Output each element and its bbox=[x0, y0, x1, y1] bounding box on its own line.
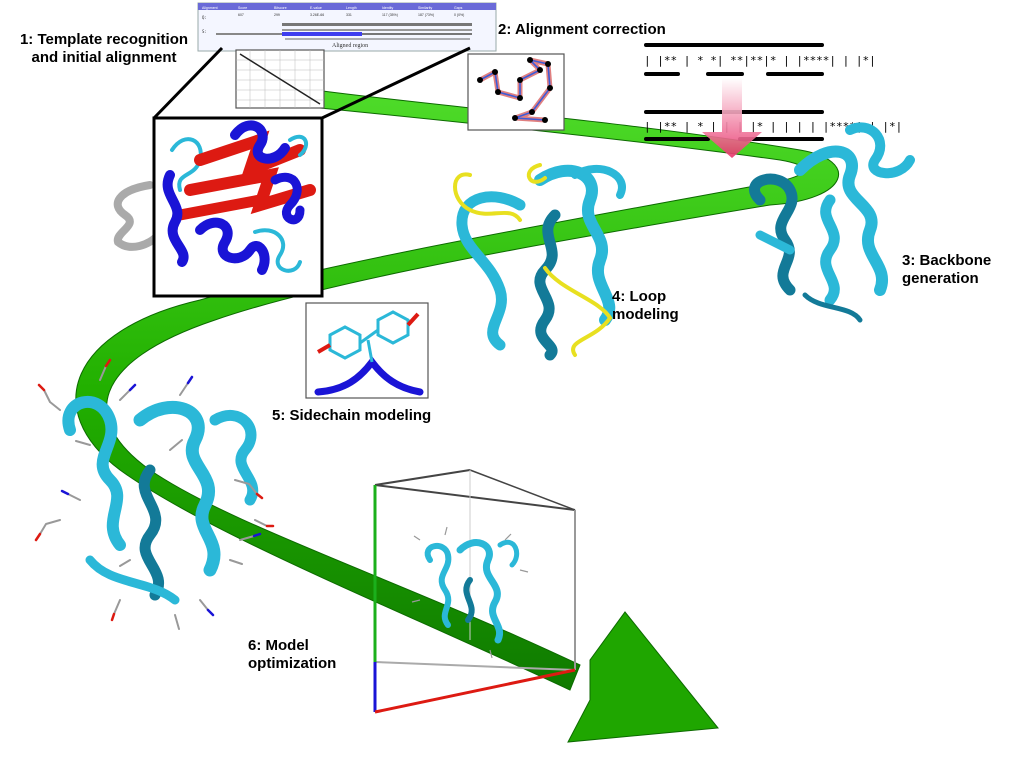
correction-arrow bbox=[702, 78, 762, 158]
alignment-value-8: 0 (0%) bbox=[454, 13, 464, 17]
svg-text:S:: S: bbox=[202, 29, 207, 34]
alignment-header-6: Identity bbox=[382, 6, 394, 10]
step-6-label: 6: Model optimization bbox=[248, 637, 337, 672]
conservation-after: | |** | * | | | |* | | | | |****| | |*| bbox=[644, 120, 902, 133]
alignment-panel: Q: S: Aligned region bbox=[197, 2, 497, 52]
step-3-label: 3: Backbone generation bbox=[902, 252, 992, 287]
alignment-value-2: 607 bbox=[238, 13, 244, 17]
aligned-region-label: Aligned region bbox=[332, 43, 368, 49]
alignment-value-7: 187 (73%) bbox=[418, 13, 434, 17]
step-1-label: 1: Template recognition and initial alig… bbox=[19, 31, 189, 66]
loop-model bbox=[453, 163, 626, 361]
conservation-marks: | |** | * *| **|**|* | |****| | |*| | |*… bbox=[644, 43, 902, 158]
step-2-label: 2: Alignment correction bbox=[498, 21, 666, 38]
alignment-value-4: 3.26E-66 bbox=[310, 13, 324, 17]
alignment-header-8: Gaps bbox=[454, 6, 463, 10]
step-4-label: 4: Loop modeling bbox=[612, 288, 679, 323]
alignment-header-3: Bitscore bbox=[274, 6, 287, 10]
alignment-header-2: Score bbox=[238, 6, 247, 10]
alignment-value-3: 299 bbox=[274, 13, 280, 17]
template-structure bbox=[113, 116, 324, 298]
alignment-value-5: 331 bbox=[346, 13, 352, 17]
step-5-label: 5: Sidechain modeling bbox=[272, 407, 432, 424]
optimization-box bbox=[373, 469, 576, 714]
alignment-header-5: Length bbox=[346, 6, 357, 10]
alignment-header-4: E-value bbox=[310, 6, 322, 10]
alignment-value-6: 117 (35%) bbox=[382, 13, 398, 17]
sidechain-thumb bbox=[305, 302, 429, 399]
backbone-model bbox=[749, 122, 915, 323]
svg-text:Q:: Q: bbox=[202, 15, 207, 20]
conservation-before: | |** | * *| **|**|* | |****| | |*| bbox=[644, 54, 876, 67]
sidechain-model bbox=[34, 358, 275, 630]
alignment-header-7: Similarity bbox=[418, 6, 432, 10]
dot-plot bbox=[235, 49, 325, 109]
alignment-header-1: Alignment bbox=[202, 6, 218, 10]
alignment-correction-thumb bbox=[467, 53, 565, 131]
